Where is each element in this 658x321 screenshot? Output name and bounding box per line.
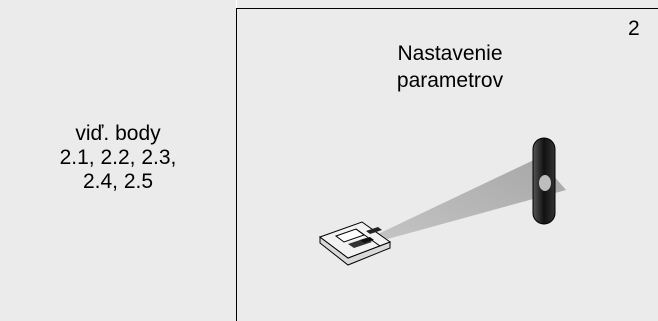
reference-text: viď. body 2.1, 2.2, 2.3, 2.4, 2.5 xyxy=(0,122,236,194)
measurement-illustration xyxy=(318,137,566,266)
reference-line: viď. body xyxy=(75,122,161,145)
reference-line: 2.1, 2.2, 2.3, xyxy=(59,146,177,169)
left-panel xyxy=(0,0,236,321)
slide-title: Nastavenie parametrov xyxy=(350,40,550,94)
page-number: 2 xyxy=(628,17,640,40)
title-line: parametrov xyxy=(396,69,504,92)
handheld-meter-icon xyxy=(318,221,392,266)
panel-divider xyxy=(236,8,237,321)
top-border xyxy=(236,8,658,9)
measurement-beam xyxy=(378,158,566,240)
reference-line: 2.4, 2.5 xyxy=(82,170,154,193)
reflector-target-icon xyxy=(532,137,556,225)
title-line: Nastavenie xyxy=(397,42,503,65)
right-panel xyxy=(237,0,658,321)
